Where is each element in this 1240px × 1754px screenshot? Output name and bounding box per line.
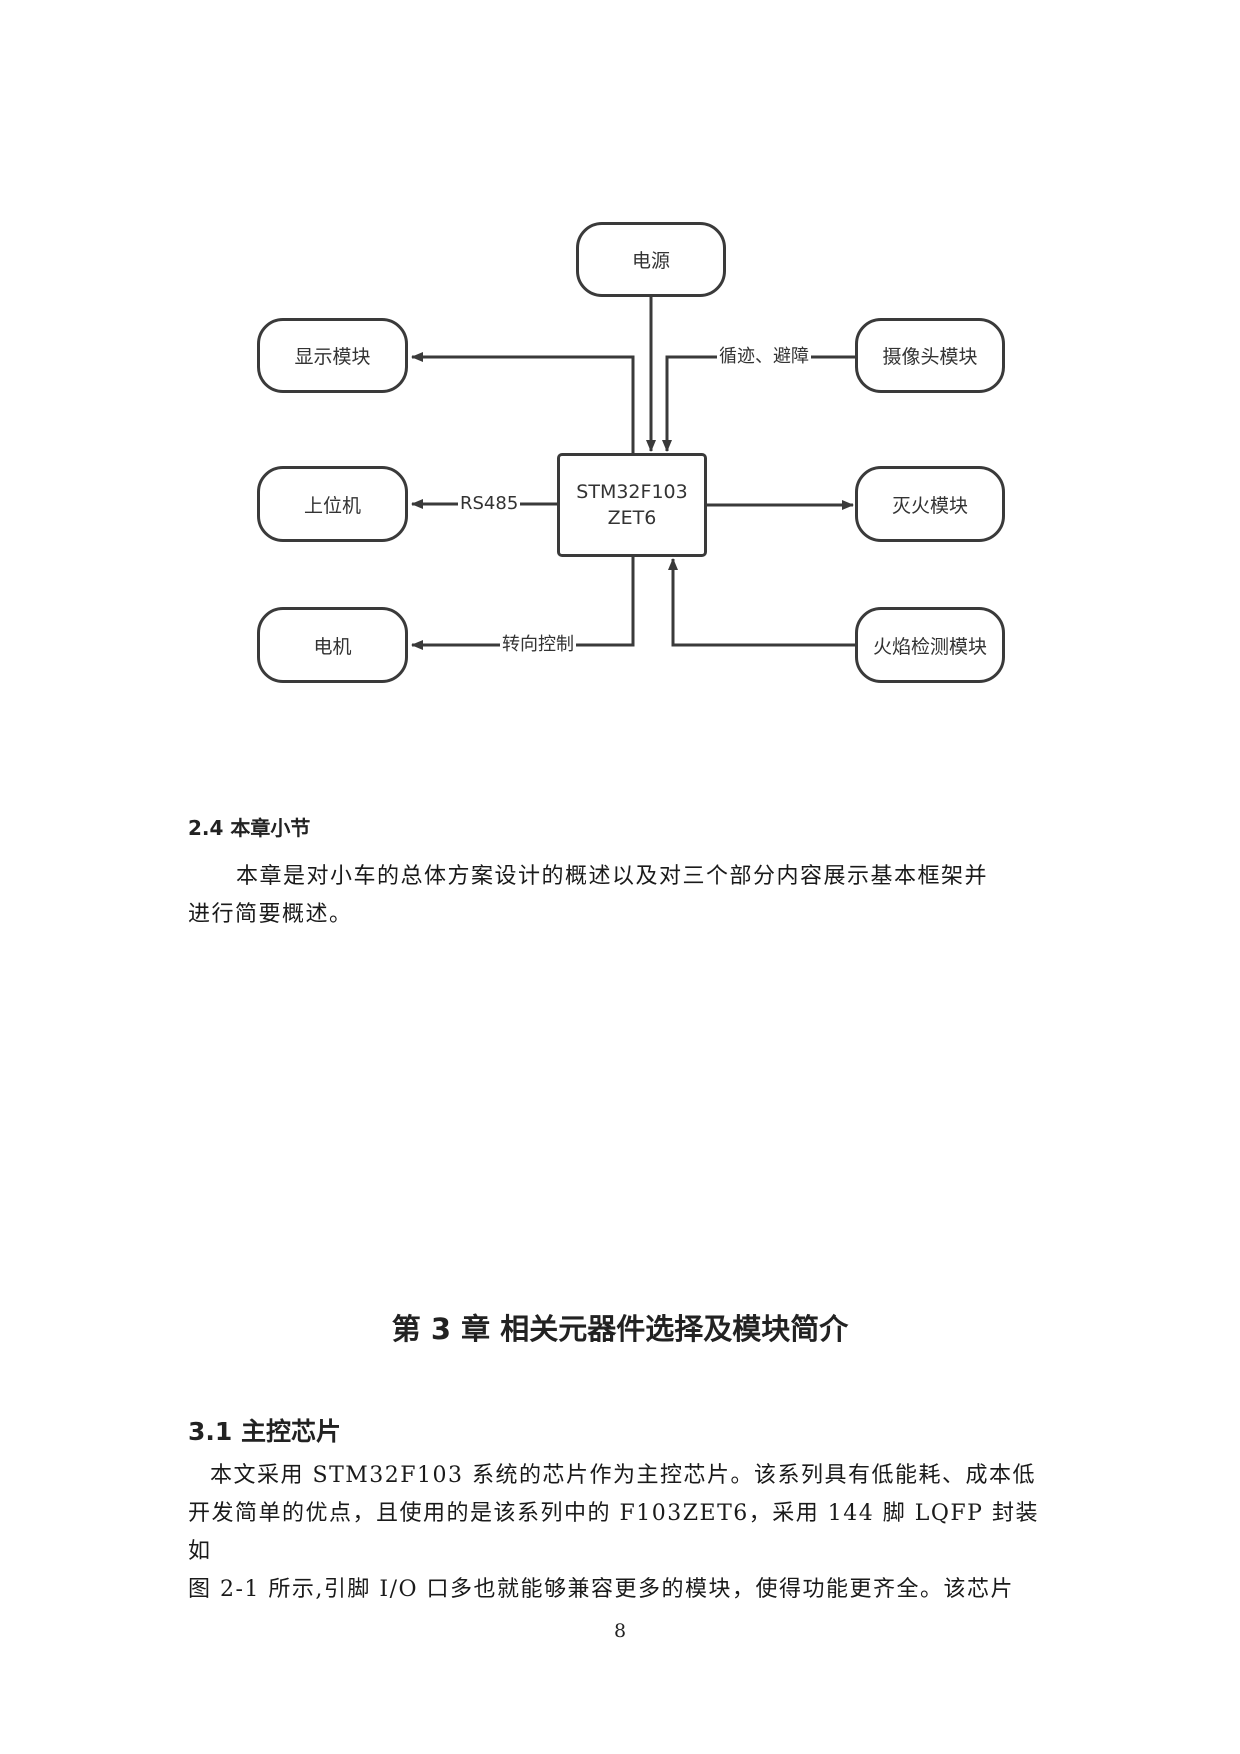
edge-label-rs485: RS485 [458,493,521,515]
paragraph-line: 本章是对小车的总体方案设计的概述以及对三个部分内容展示基本框架并 [236,864,989,889]
display-module-node: 显示模块 [257,318,408,393]
camera-module-node: 摄像头模块 [855,318,1005,393]
flame-sensor-label: 火焰检测模块 [872,635,987,658]
host-computer-node: 上位机 [257,466,408,542]
display-module-label: 显示模块 [294,346,371,368]
section-2-4-paragraph: 本章是对小车的总体方案设计的概述以及对三个部分内容展示基本框架并 进行简要概述。 [188,858,1058,934]
edge-label-tracking-obstacle: 循迹、避障 [717,346,811,368]
paragraph-line: 图 2-1 所示,引脚 I/O 口多也就能够兼容更多的模块，使得功能更齐全。该芯… [188,1577,1015,1602]
motor-label: 电机 [313,635,352,658]
motor-node: 电机 [257,607,408,683]
flame-sensor-node: 火焰检测模块 [855,607,1005,683]
extinguisher-module-label: 灭火模块 [891,494,968,517]
section-2-4-heading: 2.4 本章小节 [188,816,311,840]
power-node: 电源 [576,222,726,297]
paragraph-line: 开发简单的优点，且使用的是该系列中的 F103ZET6，采用 144 脚 LQF… [188,1501,1039,1564]
section-3-1-paragraph: 本文采用 STM32F103 系统的芯片作为主控芯片。该系列具有低能耗、成本低 … [188,1457,1058,1609]
section-3-1-heading: 3.1 主控芯片 [188,1417,341,1446]
host-computer-label: 上位机 [303,494,361,517]
chapter-3-title: 第 3 章 相关元器件选择及模块简介 [391,1312,849,1346]
paragraph-line: 进行简要概述。 [188,902,353,927]
power-label: 电源 [631,250,670,272]
extinguisher-module-node: 灭火模块 [855,466,1005,542]
mcu-node: STM32F103 ZET6 [557,453,707,557]
page-number: 8 [613,1620,627,1642]
edge-label-steering-control: 转向控制 [500,634,576,656]
diagram-connectors [411,297,855,650]
system-block-diagram: 电源 显示模块 摄像头模块 STM32F103 ZET6 上位机 灭火模块 电机… [0,0,1240,720]
paragraph-line: 本文采用 STM32F103 系统的芯片作为主控芯片。该系列具有低能耗、成本低 [210,1463,1037,1488]
mcu-label-line2: ZET6 [607,507,657,529]
camera-module-label: 摄像头模块 [882,346,978,368]
mcu-label-line1: STM32F103 [576,481,688,503]
